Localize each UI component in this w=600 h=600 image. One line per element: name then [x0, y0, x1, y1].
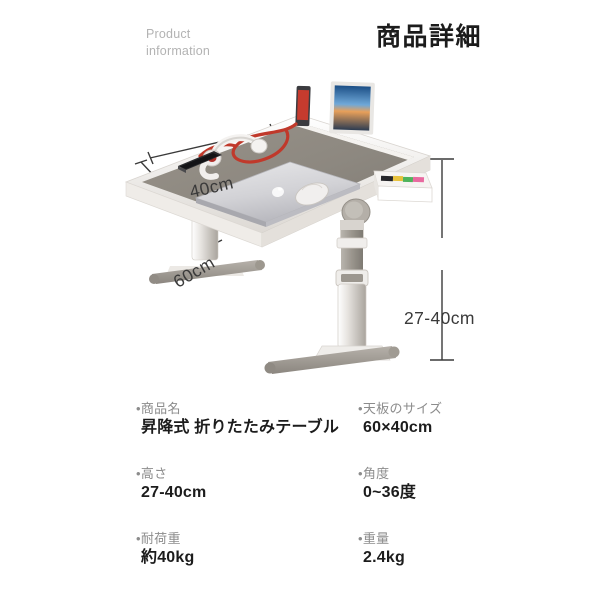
header-eyebrow: Product information — [146, 27, 211, 58]
specification-table: •商品名 昇降式 折りたたみテーブル •天板のサイズ 60×40cm •高さ 2… — [136, 400, 476, 569]
tablet-device — [329, 81, 375, 135]
tablet-slot — [296, 123, 414, 160]
spec-label: •天板のサイズ — [358, 401, 443, 416]
spec-label: •高さ — [136, 466, 168, 481]
spec-value: 約40kg — [141, 549, 195, 566]
spec-value: 0~36度 — [363, 484, 417, 501]
spec-cell-angle: •角度 0~36度 — [306, 465, 476, 504]
dimension-line-height — [430, 158, 454, 361]
mouse-device — [295, 182, 329, 206]
product-illustration: 40cm 60cm 27-40cm — [0, 70, 600, 390]
spec-value: 2.4kg — [363, 549, 405, 566]
spec-label: •重量 — [358, 531, 390, 546]
tilt-adjust-knob[interactable] — [341, 198, 371, 226]
spec-value: 60×40cm — [363, 419, 433, 436]
smartphone-flat — [178, 151, 222, 173]
spec-row: •高さ 27-40cm •角度 0~36度 — [136, 465, 476, 504]
laptop-device — [194, 161, 362, 227]
storage-drawer[interactable] — [373, 170, 433, 203]
spec-cell-product-name: •商品名 昇降式 折りたたみテーブル — [136, 400, 340, 439]
smartphone-device — [295, 85, 311, 127]
dimension-label-height: 27-40cm — [404, 308, 475, 328]
spec-label: •耐荷重 — [136, 531, 181, 546]
spec-value: 27-40cm — [141, 484, 207, 501]
table-leg-front — [264, 220, 400, 374]
spec-cell-top-size: •天板のサイズ 60×40cm — [306, 400, 476, 439]
spec-cell-height: •高さ 27-40cm — [136, 465, 306, 504]
page-title: 商品詳細 — [375, 23, 482, 51]
spec-cell-weight: •重量 2.4kg — [306, 530, 476, 569]
spec-value: 昇降式 折りたたみテーブル — [141, 419, 340, 436]
spec-row: •耐荷重 約40kg •重量 2.4kg — [136, 530, 476, 569]
spec-row: •商品名 昇降式 折りたたみテーブル •天板のサイズ 60×40cm — [136, 400, 476, 439]
spec-label: •角度 — [358, 466, 390, 481]
spec-label: •商品名 — [136, 401, 181, 416]
spec-cell-load-capacity: •耐荷重 約40kg — [136, 530, 306, 569]
